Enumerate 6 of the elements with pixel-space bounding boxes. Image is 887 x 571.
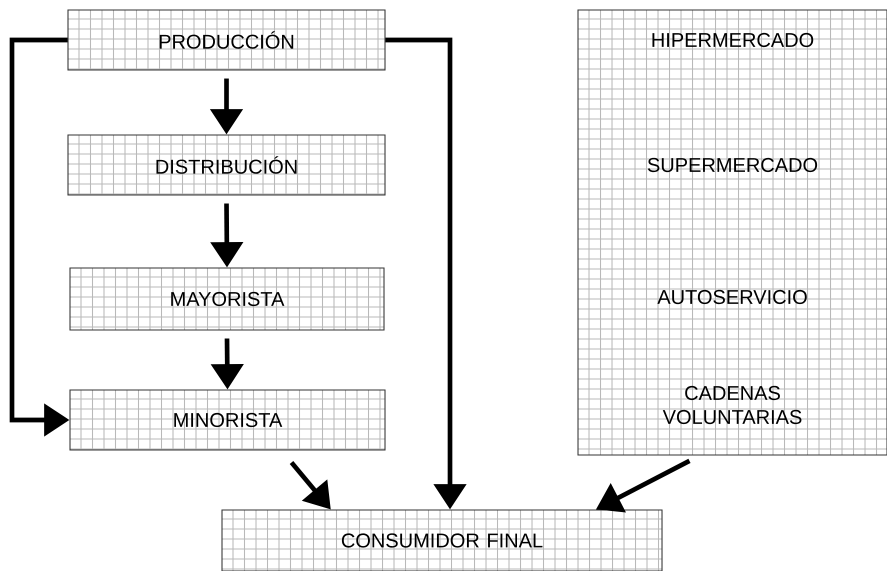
process-box: HIPERMERCADO SUPERMERCADO AUTOSERVICIO CADENAS VOLUNTARIAS bbox=[577, 9, 887, 456]
process-box: MAYORISTA bbox=[69, 267, 385, 331]
process-box: PRODUCCIÓN bbox=[67, 9, 386, 71]
process-box: MINORISTA bbox=[69, 389, 386, 451]
process-box: DISTRIBUCIÓN bbox=[67, 134, 386, 196]
process-box: CONSUMIDOR FINAL bbox=[221, 509, 663, 571]
